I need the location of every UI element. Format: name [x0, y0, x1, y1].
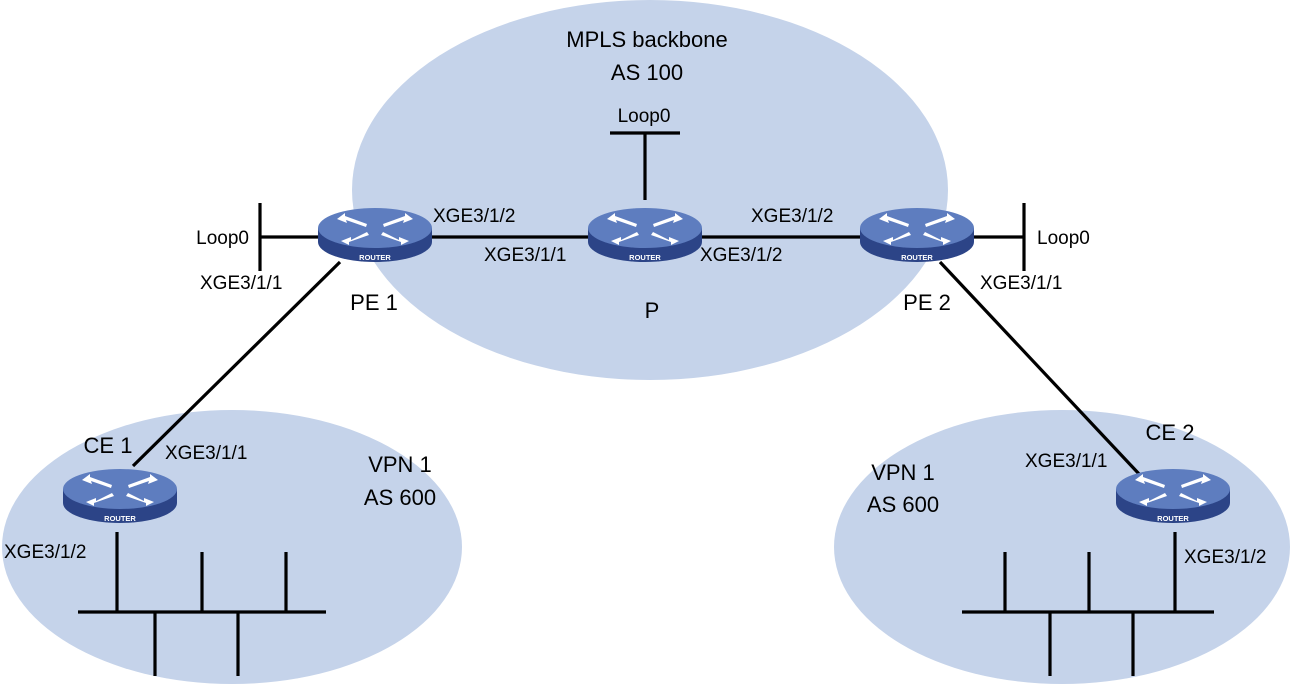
ce1-pe1-if-label: XGE3/1/1 — [165, 443, 247, 464]
link-pe2-ce2 — [938, 260, 1142, 477]
p-loop-label: Loop0 — [618, 106, 671, 127]
pe1-loop-label: Loop0 — [196, 228, 249, 249]
pe2-loop-label: Loop0 — [1037, 228, 1090, 249]
router-ce2[interactable]: ROUTER — [1116, 469, 1230, 523]
lan-left — [78, 532, 326, 676]
pe1-ce1-if-label: XGE3/1/1 — [200, 273, 282, 294]
pe2-ce2-if-label: XGE3/1/1 — [980, 273, 1062, 294]
router-ce1[interactable]: ROUTER — [63, 469, 177, 523]
link-pe1-ce1 — [131, 260, 342, 468]
ce1-lan-if-label: XGE3/1/2 — [4, 542, 86, 563]
ce1-name: CE 1 — [84, 433, 133, 458]
pe1-name: PE 1 — [350, 290, 398, 315]
pe1-p-if-label: XGE3/1/2 — [433, 206, 515, 227]
backbone-as: AS 100 — [611, 60, 683, 85]
mpls-backbone-region — [352, 0, 948, 380]
backbone-title: MPLS backbone — [566, 27, 727, 52]
p-loopback — [610, 131, 680, 200]
router-pe1[interactable]: ROUTER — [318, 208, 432, 262]
router-badge: ROUTER — [1157, 514, 1189, 523]
p-pe1-if-label: XGE3/1/1 — [484, 245, 566, 266]
pe2-loopback — [970, 203, 1026, 271]
router-pe2[interactable]: ROUTER — [860, 208, 974, 262]
router-p[interactable]: ROUTER — [588, 208, 702, 262]
vpn-left-as: AS 600 — [364, 485, 436, 510]
ce2-lan-if-label: XGE3/1/2 — [1184, 547, 1266, 568]
vpn-left-title: VPN 1 — [368, 452, 432, 477]
vpn-right-title: VPN 1 — [871, 460, 935, 485]
lan-right — [962, 532, 1214, 676]
pe2-name: PE 2 — [903, 290, 951, 315]
router-badge: ROUTER — [901, 253, 933, 262]
router-badge: ROUTER — [104, 514, 136, 523]
vpn-right-as: AS 600 — [867, 492, 939, 517]
router-badge: ROUTER — [359, 253, 391, 262]
ce2-name: CE 2 — [1146, 420, 1195, 445]
p-pe2-if-label: XGE3/1/2 — [700, 245, 782, 266]
p-name: P — [645, 298, 660, 323]
router-badge: ROUTER — [629, 253, 661, 262]
pe1-loopback — [258, 203, 320, 271]
pe2-p-if-label: XGE3/1/2 — [751, 206, 833, 227]
ce2-pe2-if-label: XGE3/1/1 — [1025, 451, 1107, 472]
